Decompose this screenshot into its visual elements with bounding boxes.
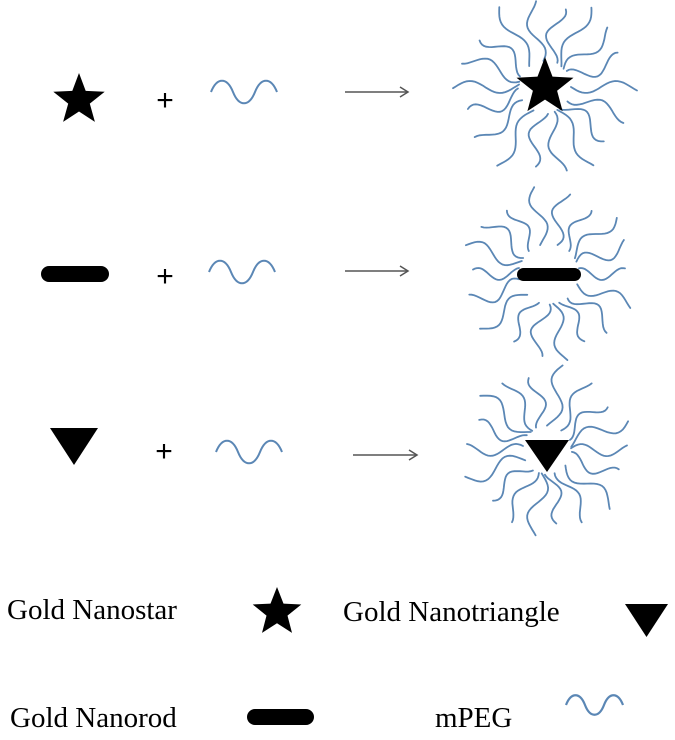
mpeg-chain-icon [215, 439, 283, 465]
pegylated-nanostar [452, 0, 638, 172]
row-triangle: + [50, 364, 629, 537]
legend-nanotriangle-icon [625, 604, 668, 637]
arrow-icon [353, 449, 419, 461]
peg-chain-icon [547, 110, 568, 172]
peg-chain-icon [575, 239, 625, 263]
peg-chain-icon [576, 283, 632, 309]
peg-chain-icon [570, 443, 628, 458]
peg-chain-icon [492, 469, 534, 502]
mpeg-chain-icon [208, 259, 276, 285]
peg-chain-icon [570, 420, 629, 448]
peg-chain-icon [501, 382, 534, 432]
row-star: + [53, 0, 638, 172]
rod-icon [41, 266, 109, 282]
peg-chain-icon [570, 80, 638, 94]
plus-sign: + [156, 84, 174, 117]
peg-chain-icon [550, 193, 572, 246]
peg-chain-icon [552, 302, 569, 361]
peg-chain-icon [558, 301, 586, 343]
legend-nanorod-icon [247, 709, 314, 725]
peg-chain-icon [479, 394, 532, 433]
peg-chain-icon [569, 406, 609, 441]
legend-nanostar-icon [252, 587, 302, 633]
plus-sign: + [155, 435, 173, 468]
legend-nanostar-label: Gold Nanostar [7, 594, 177, 626]
pegylated-nanotriangle [464, 364, 629, 537]
peg-chain-icon [513, 301, 540, 343]
peg-chain-icon [546, 364, 564, 427]
peg-chain-icon [452, 80, 520, 94]
peg-chain-icon [560, 382, 593, 432]
legend-nanotriangle-label: Gold Nanotriangle [343, 596, 560, 628]
peg-chain-icon [527, 113, 549, 168]
peg-chain-icon [478, 418, 528, 443]
peg-chain-icon [574, 217, 618, 260]
star-icon [53, 73, 105, 122]
peg-chain-icon [566, 98, 625, 124]
peg-chain-icon [526, 472, 550, 537]
peg-chain-icon [479, 293, 529, 330]
peg-chain-icon [498, 6, 531, 67]
peg-chain-icon [464, 454, 527, 483]
peg-chain-icon [567, 210, 593, 252]
peg-chain-icon [544, 473, 563, 525]
peg-chain-icon [553, 472, 583, 524]
peg-chain-icon [571, 451, 620, 475]
legend-nanorod-label: Gold Nanorod [10, 702, 177, 734]
peg-chain-icon [559, 108, 605, 143]
arrow-icon [345, 86, 410, 98]
nanostar-core-icon [516, 57, 574, 112]
row-rod: + [41, 186, 632, 361]
peg-chain-icon [473, 99, 523, 138]
peg-chain-icon [468, 277, 520, 304]
peg-chain-icon [564, 464, 611, 510]
peg-chain-icon [560, 6, 593, 68]
peg-chain-icon [556, 109, 595, 167]
peg-chain-icon [480, 225, 525, 259]
peg-chain-icon [562, 26, 609, 70]
peg-chain-icon [528, 186, 549, 246]
peg-chain-icon [466, 442, 524, 457]
peg-chain-icon [529, 303, 552, 357]
peg-chain-icon [565, 51, 619, 78]
pegylated-nanorod [465, 186, 632, 361]
triangle-icon [50, 428, 98, 465]
arrow-icon [345, 265, 410, 277]
peg-chain-icon [496, 109, 535, 167]
nanorod-core-icon [517, 268, 581, 281]
peg-chain-icon [511, 472, 540, 524]
peg-chain-icon [472, 267, 520, 281]
peg-chain-icon [545, 8, 568, 64]
peg-chain-icon [461, 57, 521, 84]
nanotriangle-core-icon [525, 440, 569, 472]
peg-chain-icon [578, 267, 626, 281]
peg-chain-icon [566, 297, 608, 334]
plus-sign: + [156, 260, 174, 293]
legend-mpeg-label: mPEG [435, 702, 513, 734]
legend-mpeg-icon [564, 694, 625, 716]
peg-chain-icon [527, 377, 547, 429]
peg-chain-icon [506, 209, 531, 252]
peg-chain-icon [467, 87, 519, 113]
mpeg-chain-icon [210, 79, 278, 105]
peg-chain-icon [478, 39, 521, 78]
peg-chain-icon [465, 240, 523, 267]
peg-chain-icon [526, 0, 547, 62]
